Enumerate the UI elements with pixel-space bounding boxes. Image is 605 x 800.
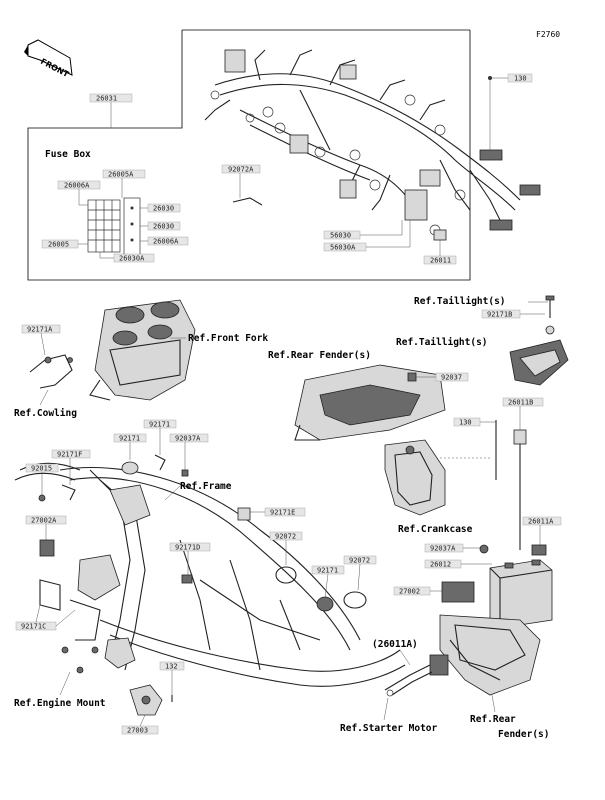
harness-frame bbox=[27, 30, 471, 281]
ref-rear-fender-2a: Ref.Rear bbox=[470, 714, 516, 725]
label-26031: 26031 bbox=[96, 95, 117, 103]
wiring-harness bbox=[204, 49, 541, 236]
relay-icon bbox=[433, 229, 447, 241]
regulator-bracket bbox=[104, 637, 136, 669]
ref-front-fork: Ref.Front Fork bbox=[188, 333, 268, 344]
connector-icon bbox=[531, 544, 547, 556]
ref-crankcase: Ref.Crankcase bbox=[398, 524, 473, 535]
label-130: 130 bbox=[514, 75, 527, 83]
label-92072-b: 92072 bbox=[349, 557, 370, 565]
fuse-holder-icon bbox=[513, 429, 527, 550]
label-26011A-ref: (26011A) bbox=[372, 639, 418, 650]
label-92171-a: 92171 bbox=[149, 421, 170, 429]
clamp-icon bbox=[61, 484, 76, 501]
clip-icon bbox=[181, 469, 189, 477]
label-56030: 56030 bbox=[330, 232, 351, 240]
clamp-icon bbox=[237, 507, 251, 521]
nut-icon bbox=[38, 494, 46, 502]
label-27002: 27002 bbox=[399, 588, 420, 596]
cowling-wire-bracket bbox=[29, 354, 73, 389]
ref-taillight-2: Ref.Taillight(s) bbox=[396, 337, 488, 348]
bolt-icon bbox=[61, 646, 99, 674]
ref-frame: Ref.Frame bbox=[180, 481, 232, 492]
rear-fender-tray bbox=[294, 364, 446, 441]
label-92015: 92015 bbox=[31, 465, 52, 473]
label-92072: 92072 bbox=[275, 533, 296, 541]
label-26011: 26011 bbox=[430, 257, 451, 265]
clip-icon bbox=[181, 574, 193, 584]
label-130-lower: 130 bbox=[459, 419, 472, 427]
label-56030A: 56030A bbox=[330, 244, 356, 252]
label-26030-top: 26030 bbox=[153, 205, 174, 213]
ref-taillight-1: Ref.Taillight(s) bbox=[414, 296, 506, 307]
clamp-icon bbox=[232, 197, 263, 206]
ref-cowling: Ref.Cowling bbox=[14, 408, 77, 419]
label-92171F: 92171F bbox=[57, 451, 82, 459]
fuse-box-title: Fuse Box bbox=[45, 149, 91, 160]
sensor-icon bbox=[129, 684, 163, 716]
battery-icon bbox=[489, 559, 553, 629]
label-26030-mid: 26030 bbox=[153, 223, 174, 231]
ref-rear-fender-2b: Fender(s) bbox=[498, 729, 549, 740]
clip-icon bbox=[407, 372, 417, 382]
label-132: 132 bbox=[165, 663, 178, 671]
grommet-icon bbox=[479, 544, 489, 554]
clamp-icon bbox=[154, 454, 166, 471]
label-26012: 26012 bbox=[430, 561, 451, 569]
label-26030A: 26030A bbox=[119, 255, 145, 263]
motorcycle-frame bbox=[14, 462, 406, 687]
starter-relay bbox=[384, 654, 449, 697]
label-92037: 92037 bbox=[441, 374, 462, 382]
ref-rear-fender-1: Ref.Rear Fender(s) bbox=[268, 350, 371, 361]
ref-engine-mount: Ref.Engine Mount bbox=[14, 698, 106, 709]
label-92171D: 92171D bbox=[175, 544, 200, 552]
grommet-icon bbox=[316, 596, 334, 612]
ecu-icon bbox=[441, 581, 475, 603]
label-26006A: 26006A bbox=[64, 182, 90, 190]
bolt-icon bbox=[488, 76, 492, 80]
label-27003: 27003 bbox=[127, 727, 148, 735]
label-26011A: 26011A bbox=[528, 518, 554, 526]
label-92037A: 92037A bbox=[175, 435, 201, 443]
taillight-bracket bbox=[509, 339, 569, 386]
label-92171B: 92171B bbox=[487, 311, 512, 319]
label-92072A: 92072A bbox=[228, 166, 254, 174]
front-arrow-icon: FRONT bbox=[24, 39, 73, 79]
label-26005A: 26005A bbox=[108, 171, 134, 179]
label-92037A-b: 92037A bbox=[430, 545, 456, 553]
band-icon bbox=[275, 566, 297, 584]
ref-starter-motor: Ref.Starter Motor bbox=[340, 723, 438, 734]
figure-id: F2760 bbox=[536, 30, 560, 39]
label-26005: 26005 bbox=[48, 241, 69, 249]
label-27002A: 27002A bbox=[31, 517, 57, 525]
screw-icon bbox=[545, 295, 555, 318]
relay-icon bbox=[39, 539, 55, 557]
fuse-block bbox=[87, 197, 141, 259]
steering-stem-cover bbox=[89, 299, 196, 401]
label-92171-b: 92171 bbox=[119, 435, 140, 443]
grommet-icon bbox=[545, 325, 555, 335]
label-92171A: 92171A bbox=[27, 326, 53, 334]
label-92171C: 92171C bbox=[21, 623, 46, 631]
label-26006A-right: 26006A bbox=[153, 238, 179, 246]
battery-tray bbox=[439, 614, 541, 696]
grommet-icon bbox=[121, 461, 139, 475]
label-26011B: 26011B bbox=[508, 399, 533, 407]
crankcase-cover bbox=[384, 439, 446, 516]
label-92171E: 92171E bbox=[270, 509, 295, 517]
label-92171-c: 92171 bbox=[317, 567, 338, 575]
band-icon bbox=[343, 591, 367, 609]
